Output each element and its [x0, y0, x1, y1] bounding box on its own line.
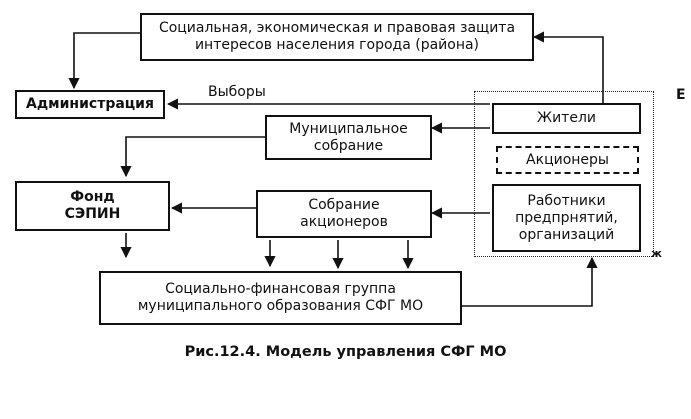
arrow-finance-group-to-workers [462, 256, 598, 307]
figure-caption: Рис.12.4. Модель управления СФГ МО [184, 344, 507, 360]
shareholders-box: Акционеры [496, 146, 639, 174]
municipal-assembly-box: Муниципальное собрание [265, 115, 432, 160]
residents-box: Жители [492, 103, 641, 134]
social-protection-label: Социальная, экономическая и правовая защ… [158, 20, 516, 53]
social-protection-box: Социальная, экономическая и правовая защ… [140, 13, 534, 61]
finance-group-label: Социально-финансовая группа муниципально… [137, 281, 424, 314]
workers-label: Работники предпрнятий, организаций [515, 192, 618, 243]
elections-label: Выборы [208, 84, 266, 100]
workers-box: Работники предпрнятий, организаций [492, 184, 641, 252]
shareholders-assembly-label: Собрание акционеров [300, 197, 388, 230]
residents-label: Жители [537, 110, 596, 126]
shareholders-assembly-box: Собрание акционеров [256, 190, 432, 238]
arrow-protection-to-administration [68, 32, 140, 90]
margin-mark-bottom: ж [651, 247, 662, 260]
shareholders-label: Акционеры [526, 151, 609, 168]
administration-label: Администрация [26, 96, 154, 112]
finance-group-box: Социально-финансовая группа муниципально… [99, 271, 462, 325]
administration-box: Администрация [15, 90, 165, 119]
municipal-assembly-label: Муниципальное собрание [289, 120, 408, 154]
arrow-residents-to-protection [532, 31, 604, 104]
margin-mark-top: Е [676, 87, 686, 103]
fund-box: Фонд СЭПИН [15, 181, 170, 231]
population-group-frame [474, 91, 654, 257]
fund-label: Фонд СЭПИН [64, 189, 121, 222]
arrow-assembly-to-fund [120, 136, 265, 178]
